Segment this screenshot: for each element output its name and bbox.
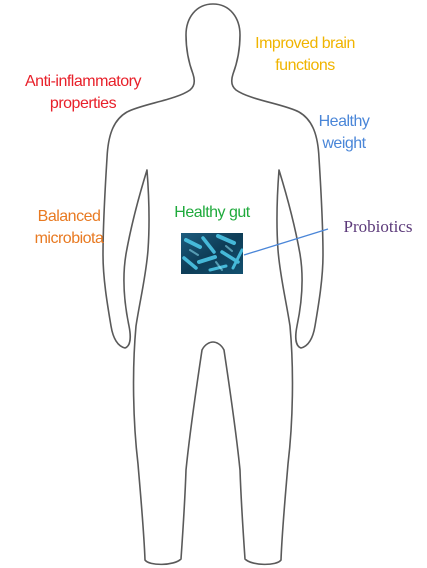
label-probiotics-text: Probiotics xyxy=(329,216,427,238)
label-balanced-microbiota-line-2: microbiota xyxy=(22,228,116,250)
label-improved-brain-functions-line-2: functions xyxy=(241,55,369,77)
label-probiotics: Probiotics xyxy=(329,216,427,238)
probiotics-pointer-line xyxy=(244,229,328,255)
bacteria-image xyxy=(181,233,243,274)
label-anti-inflammatory-line-1: Anti-inflammatory xyxy=(6,71,160,93)
label-anti-inflammatory-properties: Anti-inflammatory properties xyxy=(6,71,160,115)
label-healthy-weight-line-2: weight xyxy=(304,133,384,155)
label-improved-brain-functions: Improved brain functions xyxy=(241,33,369,77)
label-healthy-weight: Healthy weight xyxy=(304,111,384,155)
label-healthy-weight-line-1: Healthy xyxy=(304,111,384,133)
label-anti-inflammatory-line-2: properties xyxy=(6,93,160,115)
label-balanced-microbiota: Balanced microbiota xyxy=(22,206,116,250)
label-healthy-gut: Healthy gut xyxy=(158,202,266,224)
label-healthy-gut-text: Healthy gut xyxy=(158,202,266,224)
label-improved-brain-functions-line-1: Improved brain xyxy=(241,33,369,55)
label-balanced-microbiota-line-1: Balanced xyxy=(22,206,116,228)
